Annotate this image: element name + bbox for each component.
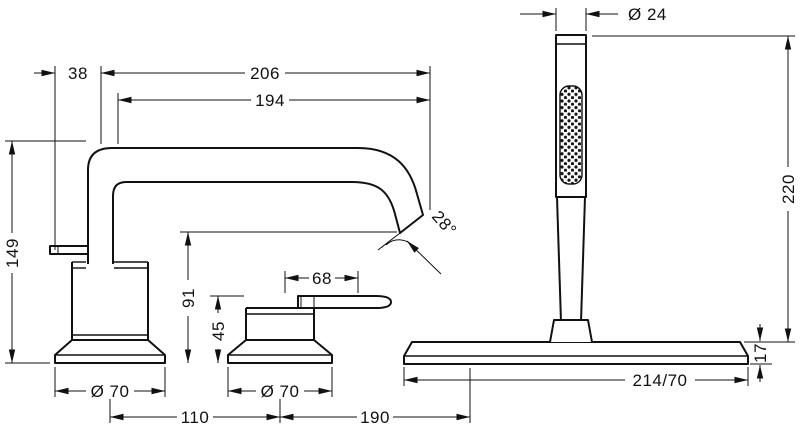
dim-dia24-label: Ø 24 — [628, 5, 667, 24]
dim-dia24: Ø 24 — [520, 5, 667, 24]
dim-dia70-mid-label: Ø 70 — [261, 382, 300, 401]
dim-91-label: 91 — [179, 288, 198, 308]
spout-outline — [87, 147, 424, 264]
valve-lever — [297, 295, 392, 309]
dim-17: 17 — [751, 324, 770, 382]
dim-149: 149 — [3, 141, 22, 363]
dim-190: 190 — [280, 408, 470, 427]
dim-190-label: 190 — [360, 408, 390, 427]
dim-68: 68 — [285, 269, 358, 288]
dim-220-label: 220 — [779, 174, 798, 204]
dim-206: 206 — [101, 64, 430, 83]
dim-dia70-left: Ø 70 — [55, 382, 165, 401]
shower-holder-bracket — [549, 319, 593, 343]
dim-45-label: 45 — [209, 321, 228, 341]
dim-194-label: 194 — [255, 91, 285, 110]
valve-base-skirt — [227, 339, 333, 364]
spout-base-skirt — [54, 339, 166, 364]
dim-91: 91 — [179, 232, 198, 363]
valve-figure — [227, 295, 392, 364]
dim-angle-28-label: 28° — [428, 207, 460, 240]
dim-17-label: 17 — [751, 343, 770, 363]
dim-45: 45 — [209, 296, 228, 363]
spout-side-pin — [49, 245, 89, 255]
dim-38: 38 — [34, 64, 88, 83]
dim-68-label: 68 — [312, 269, 332, 288]
dim-110-label: 110 — [181, 408, 210, 427]
dim-149-label: 149 — [3, 238, 22, 268]
dim-38-label: 38 — [68, 64, 88, 83]
dim-214-70-label: 214/70 — [633, 371, 688, 390]
dim-214-70: 214/70 — [404, 371, 748, 390]
dim-dia70-mid: Ø 70 — [228, 382, 332, 401]
spout-figure — [49, 147, 424, 364]
dim-194: 194 — [118, 91, 430, 110]
dim-110: 110 — [110, 408, 280, 427]
dim-206-label: 206 — [250, 64, 280, 83]
holder-plate — [403, 341, 749, 365]
handshower-figure — [403, 34, 749, 365]
dim-220: 220 — [779, 36, 798, 342]
spray-face — [559, 85, 583, 185]
dim-dia70-left-label: Ø 70 — [91, 382, 130, 401]
